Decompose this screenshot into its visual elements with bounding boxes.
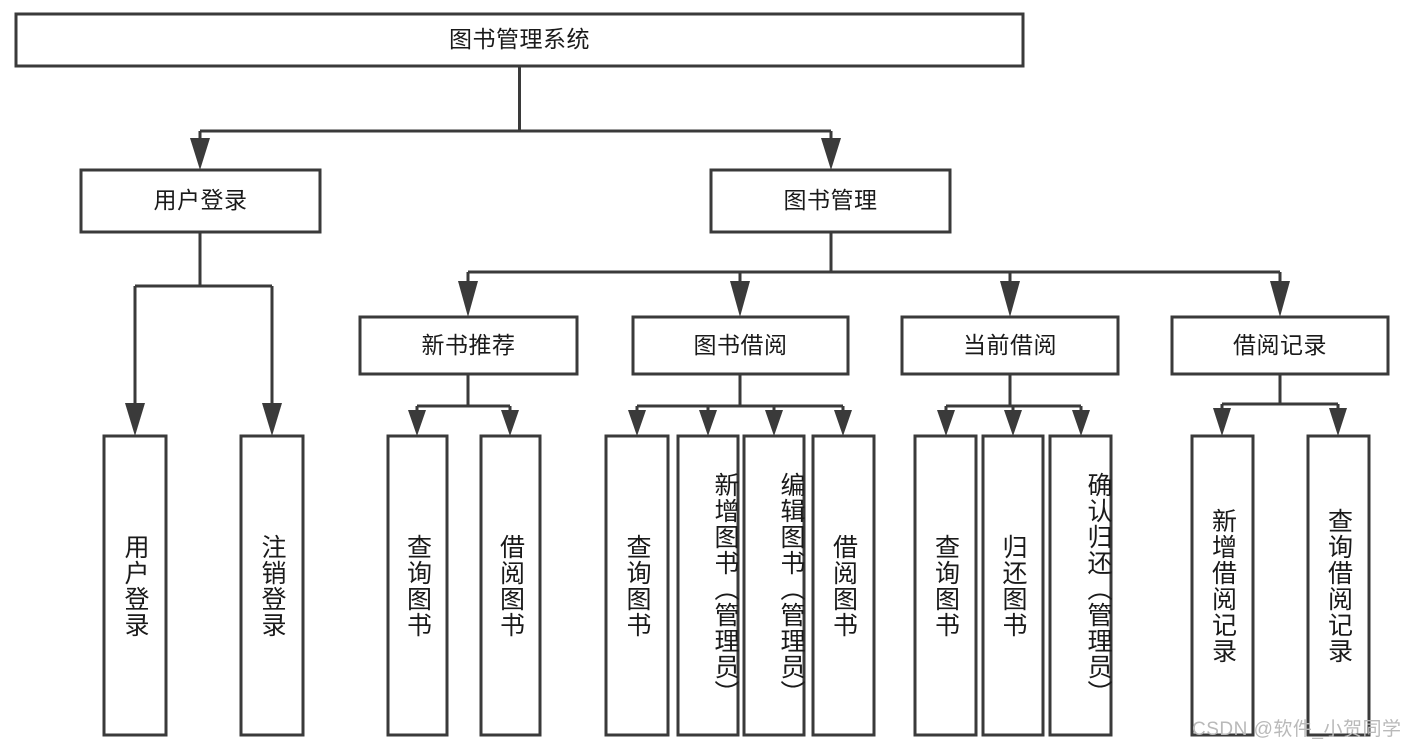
node-box-leaf-9[interactable]: [981, 434, 1045, 737]
node-box-leaf-3[interactable]: [479, 434, 542, 737]
arrowhead-currentborrow-leaf-1: [937, 410, 955, 436]
arrowhead-borrowrecord-leaf-2: [1329, 408, 1347, 436]
arrowhead-currentborrow-leaf-2: [1004, 410, 1022, 436]
node-box-leaf-1[interactable]: [239, 434, 305, 737]
arrowhead-borrowrecord-leaf-1: [1213, 408, 1231, 436]
node-box-leaf-6[interactable]: [742, 434, 806, 737]
node-box-user-login[interactable]: [79, 168, 322, 234]
arrowhead-user-login: [190, 138, 210, 170]
arrowhead-book-mgmt: [821, 138, 841, 170]
arrowhead-current-borrow: [1000, 281, 1020, 317]
node-box-borrow-record[interactable]: [1170, 315, 1390, 376]
node-box-leaf-12[interactable]: [1306, 434, 1371, 737]
nodes-group: [14, 12, 1390, 737]
node-box-leaf-10[interactable]: [1048, 434, 1113, 737]
node-box-book-borrow[interactable]: [631, 315, 850, 376]
arrowhead-bookborrow-leaf-4: [834, 410, 852, 436]
arrowhead-borrow-record: [1270, 281, 1290, 317]
arrowhead-leaf-logout: [262, 403, 282, 436]
node-box-root[interactable]: [14, 12, 1025, 68]
node-box-book-management[interactable]: [709, 168, 952, 234]
arrowhead-new-book-rec: [458, 281, 478, 317]
arrowhead-book-borrow: [730, 281, 750, 317]
node-box-leaf-0[interactable]: [102, 434, 168, 737]
arrowhead-newbook-leaf-2: [501, 410, 519, 436]
arrowhead-newbook-leaf-1: [408, 410, 426, 436]
connectors-group: [125, 66, 1347, 436]
node-box-leaf-11[interactable]: [1190, 434, 1255, 737]
node-box-leaf-8[interactable]: [913, 434, 978, 737]
node-box-leaf-5[interactable]: [676, 434, 740, 737]
arrowhead-bookborrow-leaf-3: [765, 410, 783, 436]
arrowhead-bookborrow-leaf-2: [699, 410, 717, 436]
node-box-leaf-2[interactable]: [386, 434, 449, 737]
node-box-leaf-4[interactable]: [604, 434, 670, 737]
arrowhead-currentborrow-leaf-3: [1072, 410, 1090, 436]
arrowhead-leaf-user-login: [125, 403, 145, 436]
node-box-leaf-7[interactable]: [811, 434, 876, 737]
arrowhead-bookborrow-leaf-1: [628, 410, 646, 436]
node-box-current-borrow[interactable]: [900, 315, 1120, 376]
node-box-new-book-recommend[interactable]: [358, 315, 579, 376]
